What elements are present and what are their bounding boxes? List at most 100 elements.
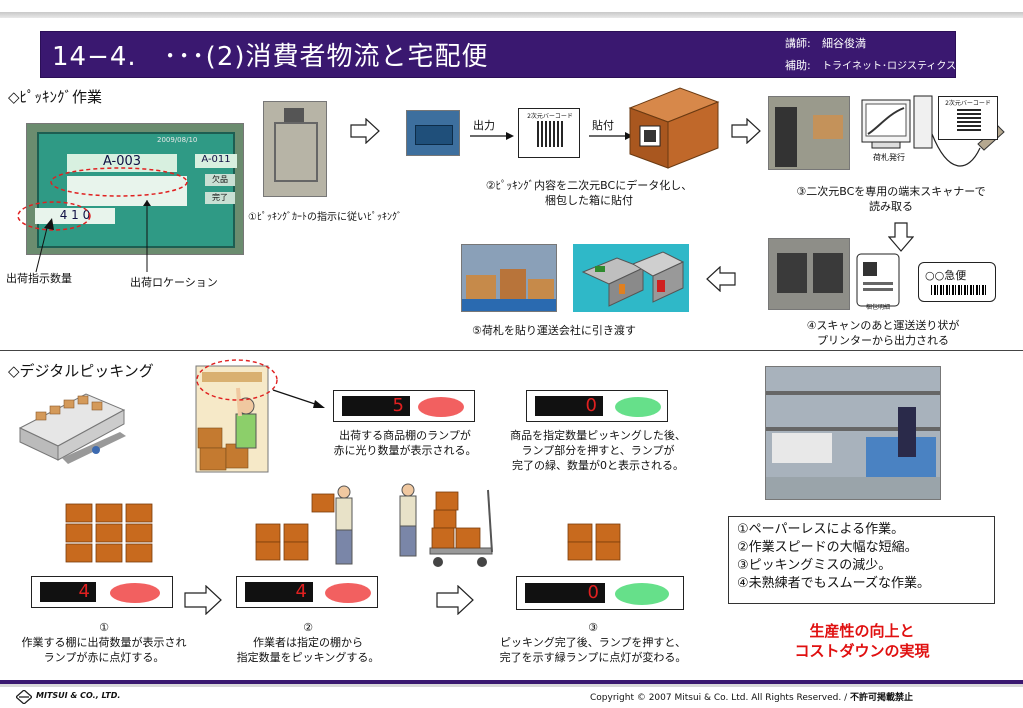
stage1-caption-line1: 作業する棚に出荷数量が表示され <box>21 636 187 649</box>
shipping-box-icon <box>628 87 720 169</box>
worker-carrying-box-illustration <box>255 485 353 565</box>
footer-bar-shadow <box>0 684 1023 687</box>
copyright-text: Copyright © 2007 Mitsui & Co. Ltd. All R… <box>590 693 850 703</box>
qr-code-icon <box>957 107 981 131</box>
benefits-list: ①ペーパーレスによる作業。 ②作業スピードの大幅な短縮。 ③ピッキングミスの減少… <box>728 516 995 604</box>
warehouse-3d-diagram <box>573 244 689 312</box>
section-divider <box>0 350 1023 351</box>
printer-icon <box>856 253 900 307</box>
result-line1: 生産性の向上と <box>809 622 915 640</box>
lamp-a-caption: 出荷する商品棚のランプが 赤に光り数量が表示される。 <box>310 428 500 458</box>
benefit-item: ①ペーパーレスによる作業。 <box>737 522 905 537</box>
flow-arrow-right-icon <box>350 118 380 144</box>
green-lamp-icon <box>615 397 661 417</box>
step3-caption: ③二次元BCを専用の端末スキャナーで 読み取る <box>768 184 1014 214</box>
result-line2: コストダウンの実現 <box>794 642 930 660</box>
digital-picking-warehouse-photo <box>765 366 941 500</box>
barcode-card-2: 2次元バーコード <box>938 96 998 140</box>
shelf-worker-illustration <box>195 365 269 473</box>
pc-scanner-illustration <box>861 95 1005 167</box>
lamp-a-caption-line2: 赤に光り数量が表示される。 <box>333 444 477 457</box>
pick-lamp-stage3: 0 <box>516 576 684 610</box>
red-lamp-icon <box>418 397 464 417</box>
step5-caption: ⑤荷札を貼り運送会社に引き渡す <box>472 324 636 337</box>
flow-arrow-right-icon <box>436 585 474 615</box>
lamp-quantity-display: 0 <box>535 396 603 416</box>
top-band <box>0 12 1023 18</box>
stage3-caption-line2: 完了を示す緑ランプに点灯が変わる。 <box>499 651 687 664</box>
terminal-quantity: 4 1 0 <box>35 208 115 224</box>
stage2-caption-line2: 指定数量をピッキングする。 <box>236 651 380 664</box>
lamp-b-caption-line3: 完了の緑、数量が0と表示される。 <box>512 459 684 472</box>
terminal-code: A-003 <box>67 154 177 172</box>
barcode-card: 2次元バーコード <box>518 108 580 158</box>
portable-printer-photo <box>406 110 460 156</box>
lamp-highlight-ellipse <box>196 359 325 408</box>
scanner-worker-photo <box>768 96 850 170</box>
label-issue-caption: 荷札発行 <box>873 153 905 162</box>
qty-label: 出荷指示数量 <box>6 272 72 285</box>
terminal-complete-button: 完了 <box>205 192 235 204</box>
packing-slip-caption: 梱包明細 <box>866 304 891 311</box>
attach-arrow-icon <box>589 132 633 140</box>
stage1-caption: ① 作業する棚に出荷数量が表示され ランプが赤に点灯する。 <box>4 620 204 665</box>
red-lamp-icon <box>110 583 160 603</box>
attach-label: 貼付 <box>592 119 614 132</box>
lecturer-label: 講師: <box>785 37 811 50</box>
label-printer-photo <box>768 238 850 310</box>
worker-with-cart-illustration <box>399 483 493 567</box>
assistant-name: トライネット･ロジスティクス <box>822 61 957 72</box>
benefit-item: ④未熟練者でもスムーズな作業。 <box>737 576 931 591</box>
picking-cart-photo <box>263 101 327 197</box>
location-label: 出荷ロケーション <box>130 276 218 289</box>
courier-name: ○○急便 <box>925 269 967 282</box>
barcode-card-title: 2次元バーコード <box>527 113 573 120</box>
title-banner <box>40 31 956 78</box>
flow-arrow-right-icon <box>731 118 761 144</box>
stage2-caption: ② 作業者は指定の棚から 指定数量をピッキングする。 <box>220 620 396 665</box>
qr-code-icon <box>537 121 563 147</box>
pick-lamp-stage1: 4 <box>31 576 173 608</box>
footer-bar <box>0 680 1023 684</box>
lamp-quantity-display: 0 <box>525 583 605 603</box>
step3-caption-line2: 読み取る <box>869 200 913 213</box>
benefit-item: ③ピッキングミスの減少。 <box>737 558 892 573</box>
terminal-location: A-011 <box>195 154 237 168</box>
stacked-boxes-icon <box>65 503 153 563</box>
lamp-quantity-display: 5 <box>342 396 410 416</box>
warehouse-photo <box>461 244 557 312</box>
barcode-card-2-title: 2次元バーコード <box>945 100 991 107</box>
step2-caption: ②ﾋﾟｯｷﾝｸﾞ内容を二次元BCにデータ化し、 梱包した箱に貼付 <box>454 178 724 208</box>
stage1-number: ① <box>99 621 109 634</box>
lamp-quantity-display: 4 <box>40 582 96 602</box>
stage3-caption: ③ ピッキング完了後、ランプを押すと、 完了を示す緑ランプに点灯が変わる。 <box>486 620 700 665</box>
assistant-label: 補助: <box>785 59 811 72</box>
company-logo-text: MITSUI & CO., LTD. <box>36 691 121 700</box>
picking-section-title: ◇ﾋﾟｯｷﾝｸﾞ作業 <box>8 88 103 106</box>
remaining-boxes-icon <box>567 523 621 561</box>
pick-lamp-stage2: 4 <box>236 576 378 608</box>
pick-lamp-top-red: 5 <box>333 390 475 422</box>
output-label: 出力 <box>473 119 495 132</box>
barcode-icon <box>931 285 987 295</box>
flow-arrow-down-icon <box>888 222 914 252</box>
slide-title: 14−4. ･･･(2)消費者物流と宅配便 <box>52 42 489 72</box>
lamp-a-caption-line1: 出荷する商品棚のランプが <box>339 429 471 442</box>
green-lamp-icon <box>615 583 669 605</box>
step4-caption-line2: プリンターから出力される <box>817 334 949 347</box>
flow-arrow-right-icon <box>184 585 222 615</box>
picking-terminal-photo: A-003 A-011 2009/08/10 4 1 0 欠品 完了 <box>26 123 244 255</box>
step2-caption-line1: ②ﾋﾟｯｷﾝｸﾞ内容を二次元BCにデータ化し、 <box>485 179 693 192</box>
stage2-caption-line1: 作業者は指定の棚から <box>253 636 363 649</box>
stage3-caption-line1: ピッキング完了後、ランプを押すと、 <box>500 636 686 649</box>
lamp-b-caption: 商品を指定数量ピッキングした後、 ランプ部分を押すと、ランプが 完了の緑、数量が… <box>500 428 696 473</box>
stage2-number: ② <box>303 621 313 634</box>
red-lamp-icon <box>325 583 371 603</box>
terminal-date: 2009/08/10 <box>157 136 198 144</box>
conveyor-illustration <box>18 393 126 464</box>
lamp-b-caption-line1: 商品を指定数量ピッキングした後、 <box>510 429 686 442</box>
flow-arrow-left-icon <box>706 266 736 292</box>
step3-caption-line1: ③二次元BCを専用の端末スキャナーで <box>796 185 986 198</box>
digital-section-title: ◇デジタルピッキング <box>8 362 154 380</box>
output-arrow-icon <box>470 132 514 140</box>
